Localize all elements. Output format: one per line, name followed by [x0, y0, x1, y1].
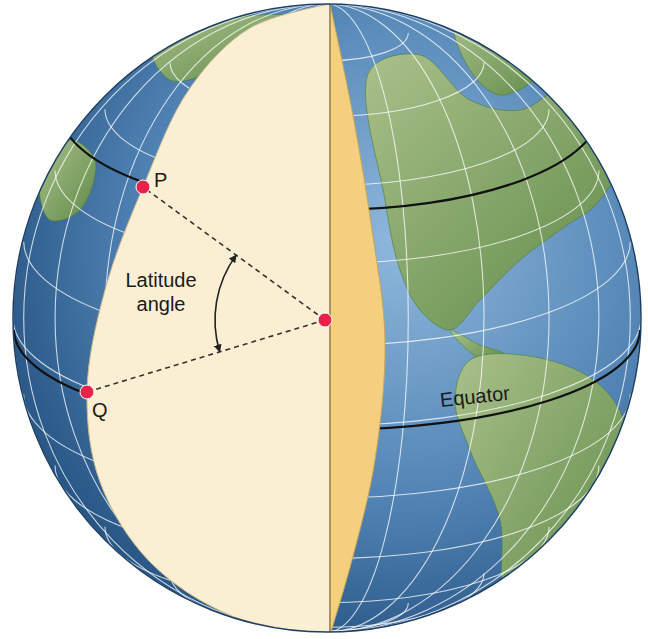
land-mass: [365, 54, 625, 330]
point-dot: [80, 385, 94, 399]
angle-label: Latitude angle: [112, 268, 210, 316]
cut-face: [87, 4, 330, 635]
radius-line: [87, 320, 325, 392]
point-label: P: [154, 168, 184, 192]
globe-surface: [13, 4, 641, 635]
point-dot: [318, 313, 332, 327]
globe-rim: [13, 4, 641, 632]
angle-arc: [215, 255, 236, 352]
point-label: Q: [92, 398, 122, 422]
point-dot: [136, 180, 150, 194]
cut-face-side: [330, 4, 385, 635]
land-mass: [39, 140, 96, 221]
